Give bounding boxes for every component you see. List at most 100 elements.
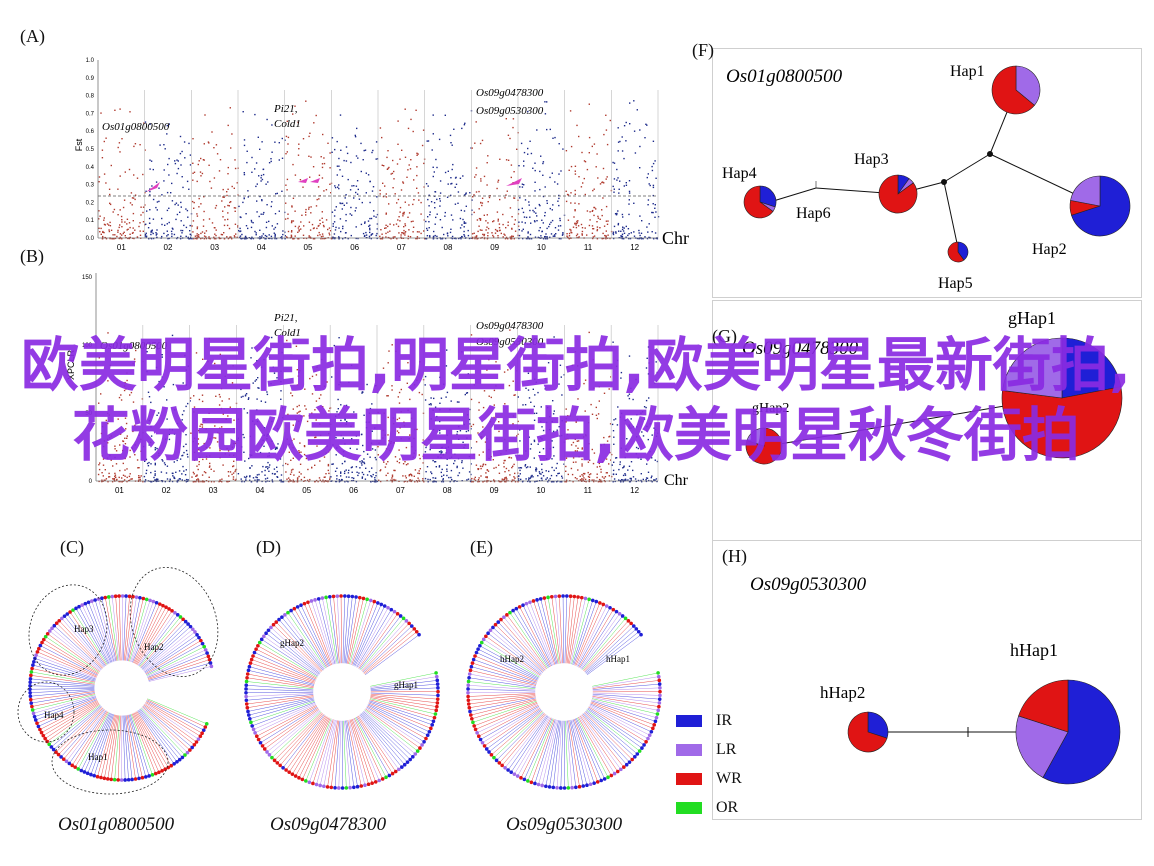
xpclr-gene-label-4: Os09g0478300	[476, 320, 544, 332]
y-tick: 50	[85, 411, 92, 417]
network-f-gene: Os01g0800500	[726, 66, 843, 87]
legend-label-wr: WR	[716, 769, 742, 787]
y-tick: 100	[82, 343, 93, 349]
legend-item-wr: WR	[676, 764, 742, 793]
y-tick: 0.0	[86, 236, 95, 242]
fst-axis-chr: Chr	[662, 228, 689, 248]
chromosome-12-points	[611, 341, 659, 483]
chr-tick-12: 12	[630, 486, 639, 495]
pie-g-ghap2	[745, 427, 783, 465]
pie-h-hhap1	[1015, 679, 1121, 785]
chr-tick-09: 09	[490, 243, 499, 252]
tree-c-hap2: Hap2	[144, 642, 164, 652]
pie-f-hap3	[878, 174, 918, 214]
chr-tick-01: 01	[115, 486, 124, 495]
chr-tick-06: 06	[350, 243, 359, 252]
xpclr-ylabel: XPCLR	[66, 349, 76, 380]
y-tick: 0	[89, 479, 93, 485]
xpclr-gene-label-3: Cold1	[274, 327, 301, 339]
fst-arrow-4	[506, 178, 522, 186]
panel-f-box	[712, 48, 1142, 298]
haplotype-network-g: Os09g0478300 gHap1 gHap2	[742, 308, 1123, 465]
chr-tick-09: 09	[490, 486, 499, 495]
population-legend: IR LR WR OR	[676, 706, 742, 822]
caption-e: Os09g0530300	[506, 814, 623, 835]
panel-d-letter: (D)	[256, 537, 281, 557]
circular-tree-c: Hap3 Hap2 Hap4 Hap1	[17, 567, 219, 795]
tree-c-hap4: Hap4	[44, 710, 64, 720]
chromosome-12-points	[612, 100, 660, 240]
fst-gene-label-3: Cold1	[274, 118, 301, 130]
fst-gene-label-2: Pi21,	[273, 103, 298, 115]
y-tick: 1.0	[86, 58, 95, 64]
fst-gene-label-5: Os09g0530300	[476, 105, 544, 117]
legend-swatch-ir	[676, 714, 702, 727]
chr-tick-11: 11	[584, 486, 593, 495]
chr-tick-01: 01	[117, 243, 126, 252]
fst-arrow-2	[298, 178, 308, 183]
y-tick: 0.3	[86, 183, 95, 189]
panel-e-letter: (E)	[470, 537, 493, 557]
chromosome-07-points	[379, 108, 426, 240]
hap-f-label-4: Hap4	[722, 165, 757, 182]
chr-tick-05: 05	[302, 486, 311, 495]
legend-item-or: OR	[676, 793, 742, 822]
pie-f-hap4	[743, 185, 777, 219]
chromosome-03-points	[191, 107, 239, 240]
pie-f-hap2	[1069, 175, 1131, 237]
fst-gene-label-4: Os09g0478300	[476, 87, 544, 99]
chr-tick-07: 07	[397, 243, 406, 252]
pie-g-ghap1	[1001, 337, 1123, 459]
tree-c-hap1: Hap1	[88, 752, 108, 762]
hap-f-label-6: Hap6	[796, 205, 831, 222]
legend-label-or: OR	[716, 798, 739, 816]
caption-c: Os01g0800500	[58, 814, 175, 835]
chr-tick-08: 08	[443, 486, 452, 495]
y-tick: 0.8	[86, 94, 95, 100]
chr-tick-04: 04	[255, 486, 264, 495]
chr-tick-03: 03	[210, 243, 219, 252]
xpclr-gene-label-5: Os09g0530300	[476, 336, 544, 348]
hap-f-label-1: Hap1	[950, 63, 985, 80]
y-tick: 0.9	[86, 76, 95, 82]
y-tick: 150	[82, 275, 93, 281]
y-tick: 0.2	[86, 200, 95, 206]
chr-tick-10: 10	[537, 243, 546, 252]
network-g-gene: Os09g0478300	[742, 338, 859, 359]
xpclr-gene-label-2: Pi21,	[273, 312, 298, 324]
tree-e-hhap1: hHap1	[606, 654, 630, 664]
pie-f-hap5	[947, 241, 969, 263]
haplotype-network-h: Os09g0530300 hHap1 hHap2	[750, 574, 1121, 785]
y-tick: 0.6	[86, 129, 95, 135]
watermark-text: 欧美明星街拍,明星街拍,欧美明星最新街拍,花粉园欧美明星街拍,欧美明星秋冬街拍	[20, 331, 1132, 469]
panel-f-letter: (F)	[692, 40, 714, 60]
fst-arrow-1	[146, 182, 160, 192]
panel-b-letter: (B)	[20, 246, 44, 266]
chr-tick-05: 05	[304, 243, 313, 252]
y-tick: 0.4	[86, 165, 95, 171]
y-tick: 0.5	[86, 147, 95, 153]
chromosome-10-points	[518, 101, 566, 240]
chromosome-02-points	[144, 121, 193, 240]
chromosome-03-points	[189, 337, 238, 483]
hap-f-label-2: Hap2	[1032, 241, 1067, 258]
hap-g-label-1: gHap1	[1008, 308, 1056, 328]
circular-tree-e: hHap2 hHap1	[466, 594, 662, 790]
chr-tick-04: 04	[257, 243, 266, 252]
y-tick: 0.1	[86, 218, 95, 224]
tree-d-ghap1: gHap1	[394, 680, 418, 690]
chromosome-04-points	[238, 111, 286, 240]
caption-d: Os09g0478300	[270, 814, 387, 835]
tree-e-hhap2: hHap2	[500, 654, 524, 664]
hap-g-label-2: gHap2	[752, 401, 789, 416]
hap-f-label-5: Hap5	[938, 275, 973, 292]
fst-gene-label-1: Os01g0800500	[102, 121, 170, 133]
panel-h-letter: (H)	[722, 546, 747, 566]
pie-f-hap1	[991, 65, 1041, 115]
chromosome-08-points	[425, 110, 473, 240]
fst-ylabel: Fst	[74, 138, 84, 151]
chromosome-11-points	[564, 331, 613, 483]
y-tick: 0.7	[86, 111, 95, 117]
